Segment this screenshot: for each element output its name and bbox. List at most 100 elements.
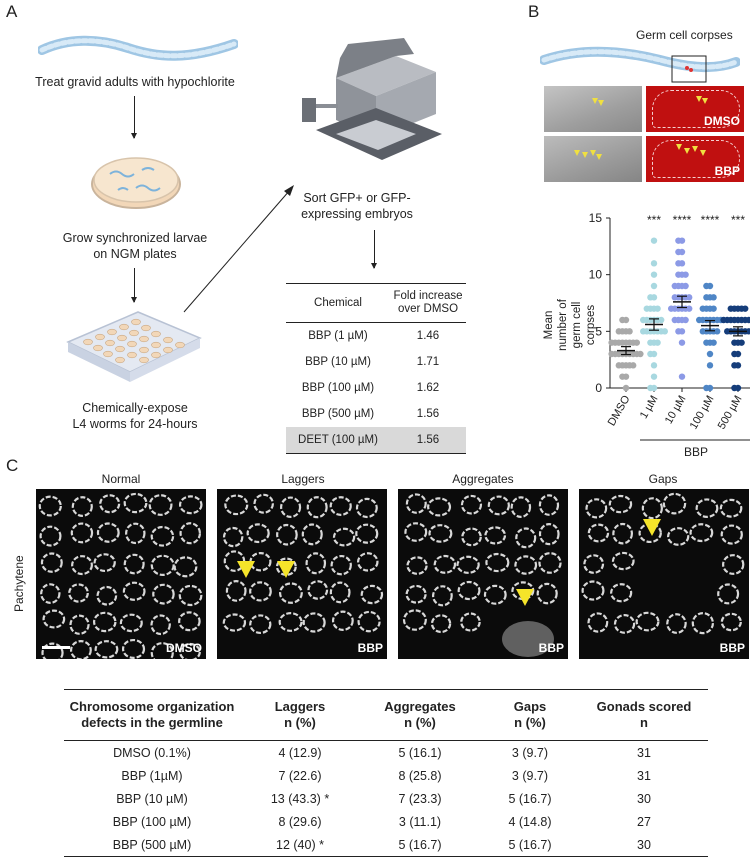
germ-cell-corpses-label: Germ cell corpses (636, 28, 733, 42)
data-point (654, 305, 661, 312)
x-tick-label: 1 µM (638, 394, 661, 421)
nucleus (510, 496, 532, 518)
nucleus (719, 498, 743, 518)
table-row: BBP (100 µM)8 (29.6)3 (11.1)4 (14.8)27 (64, 810, 708, 833)
nucleus (538, 494, 560, 516)
data-point (633, 339, 640, 346)
image-title-aggregates: Aggregates (452, 472, 514, 486)
nucleus (456, 555, 480, 574)
panel-label-b: B (528, 2, 540, 21)
data-point (650, 260, 658, 267)
nucleus (722, 554, 745, 575)
data-point (714, 328, 721, 335)
cell-condition: BBP (10 µM) (116, 791, 188, 806)
data-point (745, 328, 750, 335)
cell-fold: 1.62 (416, 382, 440, 394)
nucleus (93, 553, 116, 573)
arrow-down-3 (371, 230, 377, 269)
header-laggers-l1: Laggers (274, 699, 326, 714)
nucleus (332, 527, 356, 547)
data-point (675, 248, 682, 256)
scale-bar (42, 646, 70, 649)
nucleus (305, 552, 327, 575)
header-defects-l1: Chromosome organization (69, 699, 235, 714)
nucleus (514, 555, 538, 575)
nucleus (428, 524, 453, 543)
header-gonads-l1: Gonads scored (596, 699, 692, 714)
nuclei-texture (581, 492, 745, 635)
nucleus (123, 492, 148, 514)
cell-fold: 1.56 (416, 434, 440, 446)
micrograph-normal: DMSO (36, 489, 206, 659)
nucleus (583, 554, 605, 574)
header-chemical: Chemical (314, 297, 362, 309)
significance-label: **** (673, 213, 692, 227)
nucleus (42, 609, 66, 629)
nucleus (329, 496, 352, 516)
data-point (647, 384, 654, 392)
nucleus (150, 525, 175, 547)
image-tag: BBP (357, 641, 383, 655)
cell-chemical: BBP (10 µM) (305, 356, 371, 368)
data-point (675, 271, 682, 278)
data-point (696, 316, 703, 324)
nucleus (487, 495, 510, 516)
cell-laggers: 8 (29.6) (278, 814, 322, 829)
nucleus (331, 610, 354, 631)
petri-dish-illustration (91, 157, 181, 209)
nucleus (485, 552, 510, 573)
data-point (640, 316, 647, 324)
cell-laggers: 7 (22.6) (278, 768, 322, 783)
nucleus (662, 492, 687, 515)
data-point (703, 384, 710, 392)
nucleus (641, 497, 663, 520)
nuclei-texture (38, 492, 203, 659)
data-point (742, 305, 749, 312)
nucleus (125, 522, 146, 545)
arrowhead-marker (643, 519, 661, 536)
nucleus (483, 584, 507, 605)
cell-chemical: DEET (100 µM) (298, 434, 378, 446)
x-tick-label: 10 µM (663, 394, 689, 427)
nucleus (612, 522, 634, 545)
nucleus (402, 609, 427, 631)
data-point (686, 294, 693, 301)
nucleus (246, 523, 270, 544)
nucleus (119, 613, 143, 633)
y-tick-label: 5 (595, 324, 602, 338)
data-point (615, 362, 622, 369)
data-point (675, 260, 682, 267)
nucleus (150, 614, 171, 636)
nucleus (405, 493, 427, 514)
well-plate-illustration (66, 311, 202, 382)
nucleus (613, 614, 636, 634)
nucleus (249, 614, 272, 635)
table-row: BBP (10 µM)13 (43.3) *7 (23.3)5 (16.7)30 (64, 787, 708, 810)
data-point (731, 350, 738, 358)
cell-gaps: 4 (14.8) (508, 814, 552, 829)
cell-condition: BBP (1µM) (121, 768, 183, 783)
arrow-down-2 (131, 268, 137, 303)
nucleus (484, 526, 507, 545)
nucleus (41, 642, 64, 659)
nucleus (536, 582, 558, 605)
nucleus (178, 611, 201, 632)
nucleus (695, 498, 719, 518)
data-point (654, 339, 661, 346)
cell-fold: 1.56 (416, 408, 440, 420)
cell-aggregates: 8 (25.8) (398, 768, 442, 783)
nucleus (178, 584, 203, 607)
data-point (615, 328, 622, 335)
micrograph-gaps: BBP (579, 489, 749, 659)
data-point (647, 294, 654, 301)
nucleus (307, 580, 329, 600)
significance-label: *** (731, 213, 745, 227)
nucleus (150, 642, 174, 659)
nucleus (69, 614, 90, 635)
nucleus (360, 584, 384, 605)
data-point (668, 305, 675, 312)
nucleus (460, 494, 483, 515)
cell-laggers: 12 (40) * (276, 837, 324, 852)
